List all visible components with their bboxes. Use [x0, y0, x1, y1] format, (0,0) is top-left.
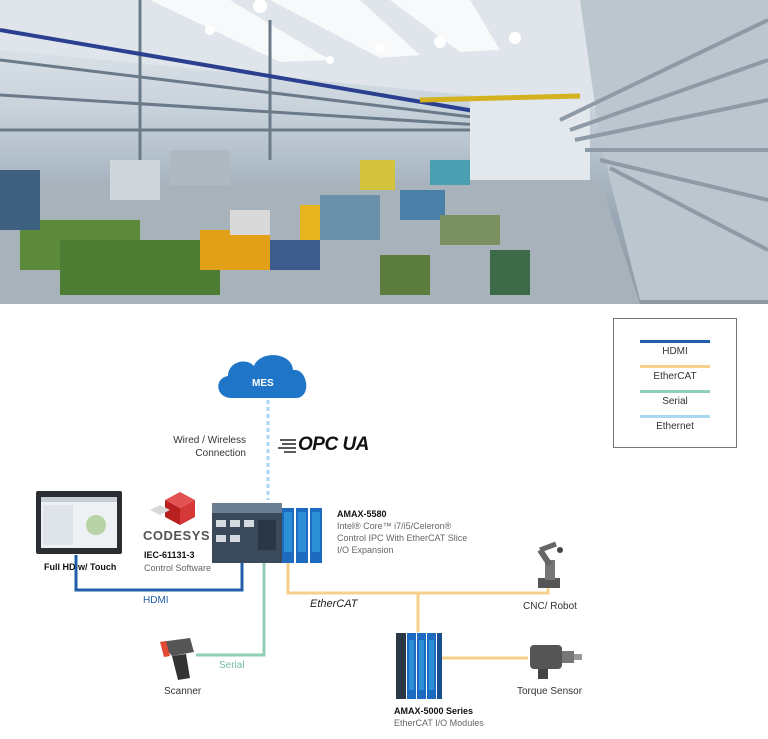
- codesys-standard-label: IEC-61131-3: [144, 550, 195, 560]
- legend-swatch-ethercat: [640, 365, 710, 368]
- legend-label-serial: Serial: [662, 396, 688, 407]
- modules-description: EtherCAT I/O Modules: [394, 718, 484, 728]
- connection-label-line1: Wired / Wireless: [173, 435, 246, 446]
- factory-photo: [0, 0, 768, 304]
- codesys-logo-icon: [150, 492, 195, 525]
- serial-cable-line: [196, 560, 266, 657]
- legend-label-hdmi: HDMI: [662, 346, 688, 357]
- cable-legend: HDMI EtherCAT Serial Ethernet: [613, 318, 737, 448]
- codesys-description: Control Software: [144, 563, 212, 573]
- legend-swatch-hdmi: [640, 340, 710, 343]
- touch-monitor-icon: [36, 491, 122, 554]
- modules-name-label: AMAX-5000 Series: [394, 706, 474, 716]
- mes-label: MES: [252, 378, 274, 389]
- legend-item-ethernet: Ethernet: [640, 415, 710, 435]
- mes-cloud-icon: [218, 355, 307, 398]
- serial-cable-label: Serial: [219, 660, 245, 671]
- hdmi-cable-line: [74, 555, 244, 592]
- torque-sensor-icon: [530, 645, 582, 679]
- scanner-label: Scanner: [164, 686, 202, 697]
- torque-sensor-label: Torque Sensor: [517, 686, 583, 697]
- legend-item-serial: Serial: [640, 390, 710, 410]
- connection-label-line2: Connection: [195, 448, 246, 459]
- opc-ua-logo-icon: [278, 439, 296, 453]
- opc-ua-logo-text: OPC UA: [298, 434, 369, 455]
- hdmi-cable-label: HDMI: [143, 595, 169, 606]
- factory-photo-illustration: [0, 0, 768, 304]
- cnc-robot-icon: [537, 541, 563, 588]
- cnc-robot-label: CNC/ Robot: [523, 601, 577, 612]
- ethercat-logo-text: EtherCAT: [310, 598, 358, 610]
- barcode-scanner-icon: [160, 638, 194, 680]
- monitor-label: Full HD w/ Touch: [44, 562, 117, 572]
- legend-swatch-serial: [640, 390, 710, 393]
- codesys-brand-text: CODESYS: [143, 528, 211, 543]
- legend-label-ethernet: Ethernet: [656, 421, 694, 432]
- legend-swatch-ethernet: [640, 415, 710, 418]
- legend-item-hdmi: HDMI: [640, 340, 710, 360]
- legend-item-ethercat: EtherCAT: [640, 365, 710, 385]
- legend-label-ethercat: EtherCAT: [653, 371, 697, 382]
- amax-5000-modules-icon: [396, 633, 442, 699]
- ipc-desc-line2: Control IPC With EtherCAT Slice: [337, 533, 468, 543]
- amax-5580-ipc-icon: [212, 503, 322, 563]
- ipc-desc-line1: Intel® Core™ i7/i5/Celeron®: [337, 521, 452, 531]
- ethercat-cable-line: [286, 560, 550, 595]
- ipc-name-label: AMAX-5580: [337, 509, 387, 519]
- ipc-desc-line3: I/O Expansion: [337, 545, 394, 555]
